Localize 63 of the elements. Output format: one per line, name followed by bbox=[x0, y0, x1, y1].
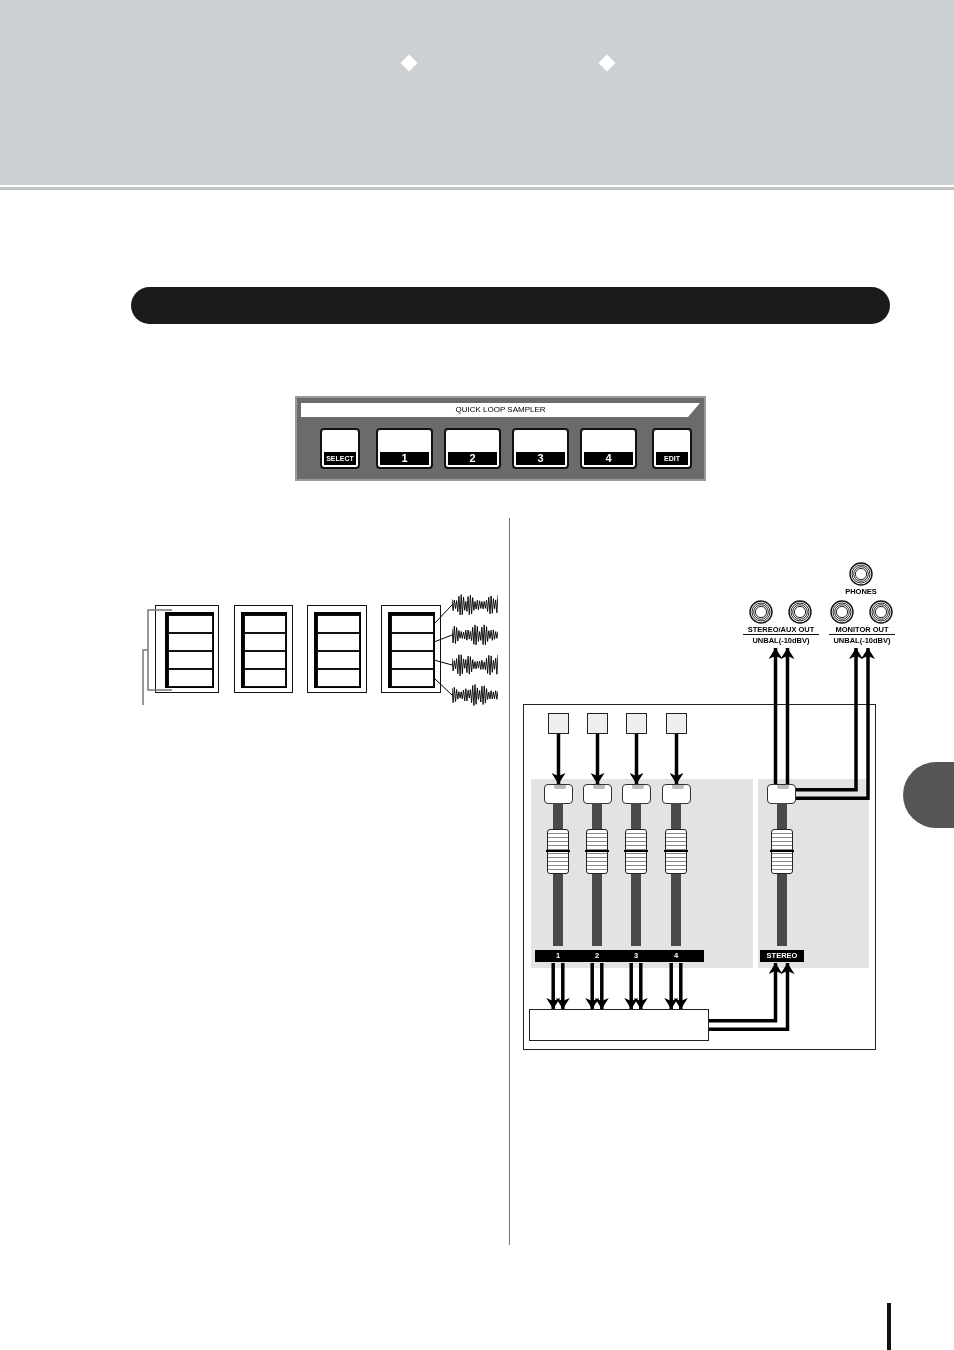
leader-line bbox=[433, 604, 453, 625]
arrow bbox=[633, 963, 648, 1009]
channel-key bbox=[767, 784, 796, 804]
heading-bar bbox=[131, 287, 890, 324]
pad-button: 2 bbox=[444, 428, 501, 469]
pad-frame bbox=[234, 605, 293, 693]
channel-panel bbox=[531, 779, 753, 968]
pad-segment bbox=[244, 669, 286, 687]
arrow bbox=[594, 963, 609, 1009]
arrow bbox=[709, 963, 783, 1023]
arrow bbox=[796, 648, 875, 800]
arrow bbox=[546, 963, 561, 1009]
channel-panel bbox=[758, 779, 869, 968]
arrow bbox=[555, 963, 570, 1009]
pad-button: 1 bbox=[376, 428, 433, 469]
pad-segment bbox=[168, 669, 213, 687]
pad-frame bbox=[155, 605, 219, 693]
input-box bbox=[587, 713, 608, 734]
arrow bbox=[585, 963, 600, 1009]
pad-segment bbox=[391, 669, 434, 687]
arrow bbox=[551, 734, 566, 784]
channel-key bbox=[662, 784, 691, 804]
arrow bbox=[629, 734, 644, 784]
pad-segment bbox=[244, 615, 286, 633]
arrow bbox=[590, 734, 605, 784]
arrow bbox=[780, 648, 795, 784]
pad-button: 3 bbox=[512, 428, 569, 469]
pad-segment bbox=[168, 615, 213, 633]
pad-segment bbox=[168, 651, 213, 669]
pad-segment bbox=[317, 633, 360, 651]
pad-segment bbox=[391, 651, 434, 669]
arrow bbox=[664, 963, 679, 1009]
arrow bbox=[768, 648, 783, 784]
arrow bbox=[669, 734, 684, 784]
pad-button: 4 bbox=[580, 428, 637, 469]
leader-line bbox=[433, 659, 453, 666]
pad-segment bbox=[244, 633, 286, 651]
pad-segment bbox=[391, 633, 434, 651]
arrow bbox=[709, 963, 795, 1031]
arrow bbox=[624, 963, 639, 1009]
input-box bbox=[666, 713, 687, 734]
arrow bbox=[673, 963, 688, 1009]
pad-segment bbox=[317, 669, 360, 687]
leader-line bbox=[433, 677, 453, 696]
bus-box bbox=[529, 1009, 709, 1041]
channel-key bbox=[622, 784, 651, 804]
channel-key bbox=[544, 784, 573, 804]
mixer-frame bbox=[523, 704, 876, 1050]
arrow bbox=[796, 648, 863, 792]
panel-title: QUICK LOOP SAMPLER bbox=[301, 403, 700, 417]
channel-key bbox=[583, 784, 612, 804]
input-box bbox=[548, 713, 569, 734]
pad-segment bbox=[244, 651, 286, 669]
pad-segment bbox=[391, 615, 434, 633]
fader bbox=[759, 803, 804, 963]
pad-segment bbox=[317, 651, 360, 669]
pad-segment bbox=[168, 633, 213, 651]
pad-frame bbox=[381, 605, 441, 693]
control-panel bbox=[295, 396, 706, 481]
pad-frame bbox=[307, 605, 367, 693]
pad-segment bbox=[317, 615, 360, 633]
input-box bbox=[626, 713, 647, 734]
leader-line bbox=[433, 634, 453, 643]
